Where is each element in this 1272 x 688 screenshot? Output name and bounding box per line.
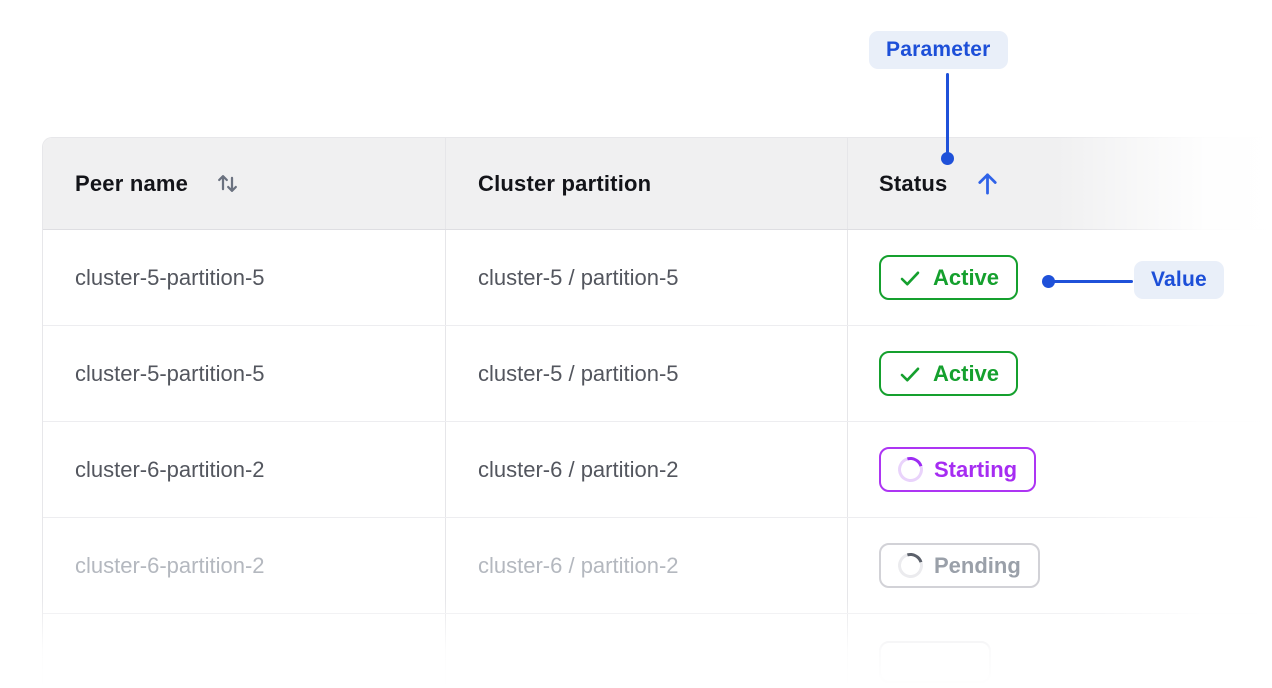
status-badge-label: Active bbox=[933, 360, 1000, 386]
cluster-partition-value: cluster-6 / partition-2 bbox=[478, 552, 679, 578]
cluster-partition-cell: cluster-6 / partition-2 bbox=[446, 422, 848, 517]
value-callout-label: Value bbox=[1151, 268, 1207, 291]
cluster-partition-value: cluster-5 / partition-5 bbox=[478, 264, 679, 290]
status-cell: Pending bbox=[848, 518, 1272, 613]
arrow-up-icon[interactable] bbox=[973, 169, 1002, 198]
parameter-callout-line bbox=[946, 73, 949, 153]
column-header-peer-name[interactable]: Peer name bbox=[43, 138, 446, 229]
parameter-callout-dot bbox=[941, 152, 954, 165]
sort-updown-icon[interactable] bbox=[214, 170, 241, 197]
cluster-partition-cell: cluster-6 / partition-2 bbox=[446, 518, 848, 613]
status-badge-label: Starting bbox=[934, 456, 1018, 482]
spinner-icon bbox=[893, 548, 928, 583]
peers-table: Peer name Cluster partition Status clust bbox=[42, 137, 1272, 688]
table-row[interactable] bbox=[43, 614, 1272, 688]
parameter-callout-pill: Parameter bbox=[869, 31, 1008, 69]
peer-name-header-label: Peer name bbox=[75, 170, 189, 196]
status-cell bbox=[848, 614, 1272, 688]
status-badge-label: Active bbox=[933, 264, 1000, 290]
cluster-partition-cell: cluster-5 / partition-5 bbox=[446, 230, 848, 325]
column-header-cluster-partition[interactable]: Cluster partition bbox=[446, 138, 848, 229]
cluster-partition-value: cluster-6 / partition-2 bbox=[478, 456, 679, 482]
parameter-callout-label: Parameter bbox=[886, 38, 991, 61]
cluster-partition-cell: cluster-5 / partition-5 bbox=[446, 326, 848, 421]
spinner-icon bbox=[893, 452, 928, 487]
peer-name-value: cluster-6-partition-2 bbox=[75, 552, 265, 578]
peer-name-cell: cluster-6-partition-2 bbox=[43, 518, 446, 613]
status-cell: Starting bbox=[848, 422, 1272, 517]
peer-name-value: cluster-6-partition-2 bbox=[75, 456, 265, 482]
table-row[interactable]: cluster-5-partition-5 cluster-5 / partit… bbox=[43, 230, 1272, 326]
status-badge-active: Active bbox=[879, 255, 1019, 300]
peer-name-cell: cluster-5-partition-5 bbox=[43, 230, 446, 325]
cluster-partition-cell bbox=[446, 614, 848, 688]
check-icon bbox=[900, 271, 920, 285]
column-header-status[interactable]: Status bbox=[848, 138, 1272, 229]
cluster-partition-header-label: Cluster partition bbox=[478, 170, 652, 196]
value-callout-pill: Value bbox=[1134, 261, 1224, 299]
status-badge-label: Pending bbox=[934, 552, 1021, 578]
cluster-partition-value: cluster-5 / partition-5 bbox=[478, 360, 679, 386]
status-cell: Active bbox=[848, 326, 1272, 421]
table-row[interactable]: cluster-5-partition-5 cluster-5 / partit… bbox=[43, 326, 1272, 422]
status-badge-starting: Starting bbox=[879, 447, 1037, 492]
peer-name-cell: cluster-5-partition-5 bbox=[43, 326, 446, 421]
status-badge-pending: Pending bbox=[879, 543, 1040, 588]
check-icon bbox=[900, 367, 920, 381]
table-header-row: Peer name Cluster partition Status bbox=[43, 138, 1272, 230]
status-cell: Active bbox=[848, 230, 1272, 325]
status-header-label: Status bbox=[879, 170, 948, 196]
peer-name-cell: cluster-6-partition-2 bbox=[43, 422, 446, 517]
peer-name-cell bbox=[43, 614, 446, 688]
value-callout-line bbox=[1049, 280, 1133, 283]
status-badge-active: Active bbox=[879, 351, 1019, 396]
table-row[interactable]: cluster-6-partition-2 cluster-6 / partit… bbox=[43, 422, 1272, 518]
status-badge-ghost bbox=[879, 641, 991, 683]
value-callout-dot bbox=[1042, 275, 1055, 288]
peer-name-value: cluster-5-partition-5 bbox=[75, 264, 265, 290]
peer-name-value: cluster-5-partition-5 bbox=[75, 360, 265, 386]
table-row[interactable]: cluster-6-partition-2 cluster-6 / partit… bbox=[43, 518, 1272, 614]
